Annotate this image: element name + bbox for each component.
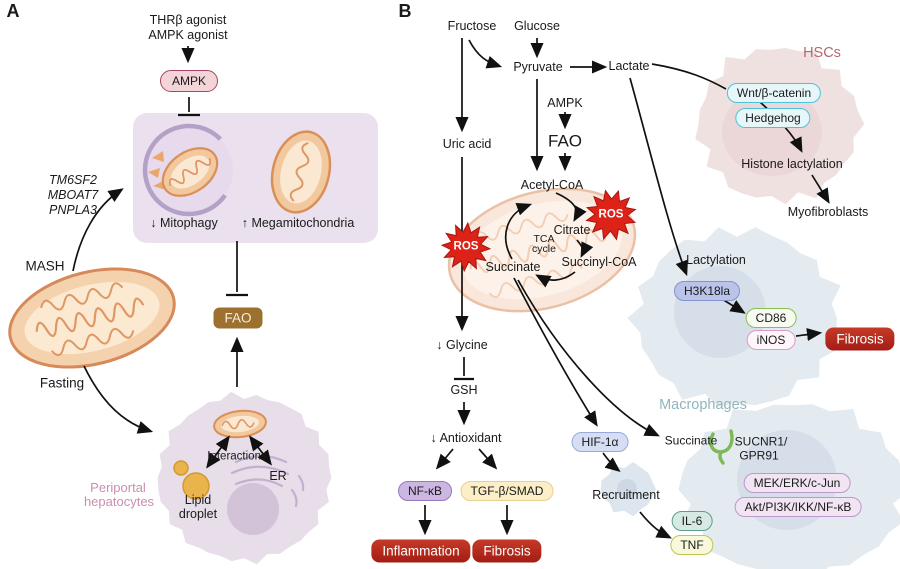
fibrosis-box-right: Fibrosis bbox=[825, 327, 895, 351]
gsh-label: GSH bbox=[450, 383, 478, 398]
interactions-label: Interactions bbox=[207, 450, 267, 463]
lactate-label: Lactate bbox=[608, 59, 650, 74]
fao-node-a: FAO bbox=[213, 307, 263, 329]
hscs-label: HSCs bbox=[803, 45, 841, 62]
h3k18la-node: H3K18la bbox=[673, 281, 741, 301]
panel-a-arrows bbox=[72, 46, 272, 469]
gene-pnpla3: PNPLA3 bbox=[49, 203, 97, 218]
fructose-label: Fructose bbox=[447, 19, 497, 34]
succinate-ext-label: Succinate bbox=[664, 433, 718, 448]
il6-node: IL-6 bbox=[671, 511, 713, 531]
inos-node: iNOS bbox=[746, 330, 796, 350]
panel-a-label: A bbox=[6, 1, 20, 22]
uric-acid-label: Uric acid bbox=[442, 137, 492, 152]
recruitment-label: Recruitment bbox=[592, 488, 660, 503]
thrb-agonist-label: THRβ agonist bbox=[149, 13, 227, 28]
tca-label-2: cycle bbox=[532, 243, 556, 256]
hedgehog-node: Hedgehog bbox=[735, 108, 811, 128]
periportal-label-1: Periportal bbox=[90, 479, 146, 495]
ampk-node: AMPK bbox=[159, 70, 219, 92]
ampk-agonist-label: AMPK agonist bbox=[148, 28, 228, 43]
megamitochondria-label: ↑ Megamitochondria bbox=[241, 216, 355, 231]
gene-mboat7: MBOAT7 bbox=[47, 188, 99, 203]
succinate-label: Succinate bbox=[485, 260, 541, 275]
periportal-label-2: hepatocytes bbox=[83, 493, 155, 509]
akt-pi3k-node: Akt/PI3K/IKK/NF-κB bbox=[734, 497, 862, 517]
megamitochondrion bbox=[270, 130, 332, 214]
ros-star-right bbox=[585, 189, 637, 241]
fasting-label: Fasting bbox=[39, 375, 85, 391]
antioxidant-label: ↓ Antioxidant bbox=[430, 431, 502, 446]
succinyl-coa-label: Succinyl-CoA bbox=[561, 255, 637, 270]
mitophagy-mitochondrion bbox=[142, 123, 236, 217]
mitophagy-label: ↓ Mitophagy bbox=[150, 216, 218, 231]
ros-label-right: ROS bbox=[598, 208, 624, 221]
panel-b-label: B bbox=[398, 1, 412, 22]
myofibroblasts-label: Myofibroblasts bbox=[787, 205, 869, 220]
acetyl-coa-label: Acetyl-CoA bbox=[520, 178, 584, 193]
wnt-node: Wnt/β-catenin bbox=[726, 83, 822, 103]
citrate-label: Citrate bbox=[553, 223, 591, 238]
sucnr1-receptor-icon bbox=[709, 429, 734, 465]
hif1a-node: HIF-1α bbox=[571, 432, 629, 452]
lipid-droplet-label-1: Lipid bbox=[184, 493, 212, 508]
glucose-label: Glucose bbox=[514, 19, 560, 34]
recruited-macrophage-cell bbox=[600, 462, 656, 517]
er-label: ER bbox=[269, 469, 287, 484]
ros-label-left: ROS bbox=[453, 240, 479, 253]
tca-label-1: TCA bbox=[533, 233, 555, 246]
sucnr1-label-1: SUCNR1/ bbox=[734, 434, 788, 449]
ros-star-left bbox=[440, 221, 492, 273]
nfkb-node: NF-κB bbox=[398, 481, 452, 501]
inflammation-box: Inflammation bbox=[371, 539, 471, 563]
sucnr1-label-2: GPR91 bbox=[739, 448, 779, 463]
gene-tm6sf2: TM6SF2 bbox=[49, 173, 97, 188]
ampk-label-b: AMPK bbox=[547, 96, 583, 111]
cd86-node: CD86 bbox=[745, 308, 797, 328]
macrophages-label: Macrophages bbox=[659, 397, 747, 414]
tnf-node: TNF bbox=[670, 535, 714, 555]
fao-label-b: FAO bbox=[547, 131, 583, 151]
glycine-label: ↓ Glycine bbox=[436, 338, 488, 353]
tgfb-smad-node: TGF-β/SMAD bbox=[460, 481, 554, 501]
mash-label: MASH bbox=[25, 258, 65, 274]
hepatocyte-mitochondrion bbox=[213, 409, 267, 439]
lipid-droplets bbox=[173, 460, 210, 500]
mash-mitochondrion bbox=[8, 267, 176, 369]
lactylation-label: Lactylation bbox=[686, 253, 746, 268]
pyruvate-label: Pyruvate bbox=[513, 60, 563, 75]
histone-lactylation-label: Histone lactylation bbox=[741, 157, 843, 172]
mek-erk-node: MEK/ERK/c-Jun bbox=[743, 473, 851, 493]
lipid-droplet-label-2: droplet bbox=[178, 507, 218, 522]
fibrosis-box-bottom: Fibrosis bbox=[472, 539, 542, 563]
